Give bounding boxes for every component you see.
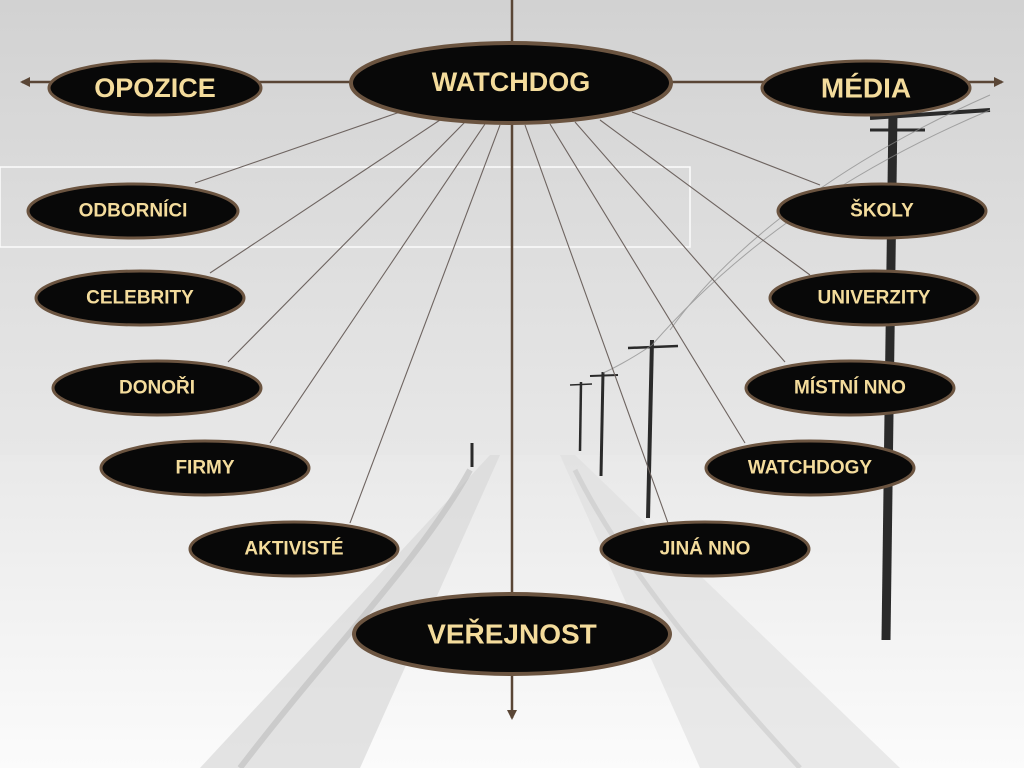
node-odbornici: ODBORNÍCI xyxy=(26,182,240,240)
node-verejnost: VEŘEJNOST xyxy=(352,592,672,676)
svg-text:DONOŘI: DONOŘI xyxy=(119,377,195,399)
svg-text:WATCHDOGY: WATCHDOGY xyxy=(748,458,873,479)
node-donori: DONOŘI xyxy=(51,359,263,417)
svg-text:JINÁ NNO: JINÁ NNO xyxy=(660,538,751,560)
spoke-watchdogy xyxy=(549,123,746,444)
svg-text:MÉDIA: MÉDIA xyxy=(821,73,911,104)
spoke-donori xyxy=(227,121,466,363)
spoke-mistni-nno xyxy=(574,121,786,363)
node-firmy: FIRMY xyxy=(99,439,311,497)
node-celebrity: CELEBRITY xyxy=(34,269,246,327)
svg-text:UNIVERZITY: UNIVERZITY xyxy=(818,288,931,309)
node-aktiviste: AKTIVISTÉ xyxy=(188,520,400,578)
node-jina-nno: JINÁ NNO xyxy=(599,520,811,578)
svg-text:CELEBRITY: CELEBRITY xyxy=(86,288,194,309)
node-opozice: OPOZICE xyxy=(47,59,263,117)
node-watchdog: WATCHDOG xyxy=(349,41,673,125)
svg-text:AKTIVISTÉ: AKTIVISTÉ xyxy=(244,538,343,560)
connector-spokes xyxy=(194,111,821,524)
spoke-univerzity xyxy=(599,119,811,276)
svg-text:OPOZICE: OPOZICE xyxy=(94,73,216,103)
svg-text:WATCHDOG: WATCHDOG xyxy=(432,67,590,97)
spoke-jina-nno xyxy=(524,124,669,524)
svg-text:MÍSTNÍ NNO: MÍSTNÍ NNO xyxy=(794,377,906,399)
spoke-skoly xyxy=(631,111,821,186)
node-media: MÉDIA xyxy=(760,59,972,117)
svg-text:VEŘEJNOST: VEŘEJNOST xyxy=(427,619,597,650)
node-skoly: ŠKOLY xyxy=(776,182,988,240)
svg-text:ŠKOLY: ŠKOLY xyxy=(850,200,914,222)
spoke-odbornici xyxy=(194,111,401,184)
node-mistni-nno: MÍSTNÍ NNO xyxy=(744,359,956,417)
spoke-aktiviste xyxy=(349,124,501,524)
node-watchdogy: WATCHDOGY xyxy=(704,439,916,497)
svg-text:FIRMY: FIRMY xyxy=(175,458,234,479)
node-univerzity: UNIVERZITY xyxy=(768,269,980,327)
svg-text:ODBORNÍCI: ODBORNÍCI xyxy=(79,200,188,222)
spoke-celebrity xyxy=(209,119,441,274)
spoke-firmy xyxy=(269,123,486,444)
